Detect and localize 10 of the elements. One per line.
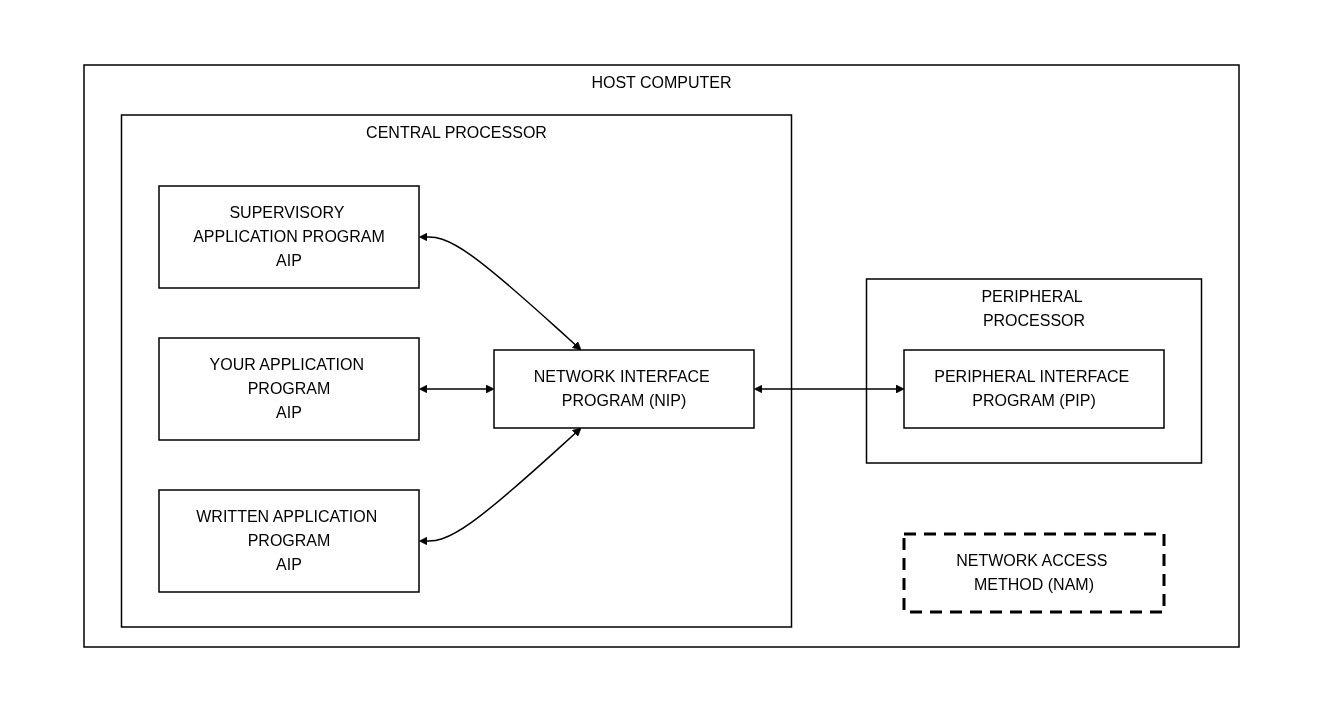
arrow (418, 232, 581, 351)
node-box: YOUR APPLICATION PROGRAM AIP (157, 337, 420, 441)
arrow (753, 384, 904, 394)
node-box: PERIPHERAL INTERFACE PROGRAM (PIP) (902, 349, 1165, 429)
node-box: WRITTEN APPLICATION PROGRAM AIP (157, 489, 420, 593)
node-box: NETWORK INTERFACE PROGRAM (NIP) (492, 349, 755, 429)
node-box: SUPERVISORY APPLICATION PROGRAM AIP (157, 185, 420, 289)
node-box: NETWORK ACCESS METHOD (NAM) (902, 532, 1165, 614)
arrow (418, 427, 581, 546)
arrow (418, 384, 494, 394)
